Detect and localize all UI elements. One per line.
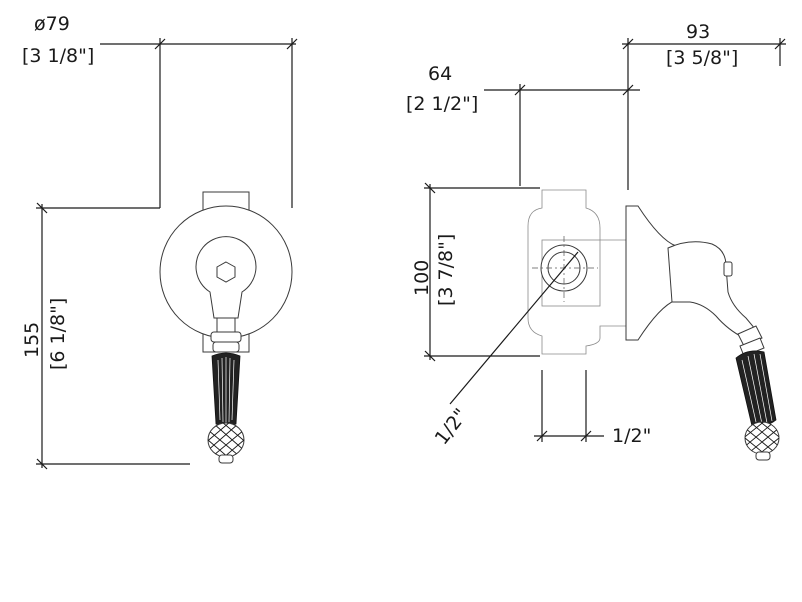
diameter-tick-right xyxy=(286,38,298,50)
diameter-mm-label: ø79 xyxy=(34,13,70,35)
body-height-tick-bottom xyxy=(424,350,436,362)
handle-collar-side xyxy=(737,325,763,347)
lever-grip-side-flutes xyxy=(741,353,773,425)
acorn-finial-side-crosshatch xyxy=(745,422,779,454)
side-view: 93 [3 5/8"] 64 [2 1/2"] 100 [3 7/8"] 1/2… xyxy=(406,21,786,461)
depth-mm-label: 64 xyxy=(428,63,452,85)
lever-grip-side xyxy=(735,350,777,427)
total-depth-mm-label: 93 xyxy=(686,21,710,43)
height-in-label: [6 1/8"] xyxy=(47,298,69,370)
height-tick-bottom xyxy=(36,458,48,470)
acorn-finial-crosshatch xyxy=(208,423,244,457)
handle-body-side xyxy=(667,241,757,339)
handle-collar xyxy=(210,331,242,343)
inlet-leader-line xyxy=(449,251,579,405)
front-view: ø79 [3 1/8"] 155 [6 1/8"] xyxy=(21,13,298,470)
acorn-finial xyxy=(207,422,245,458)
body-height-tick-top xyxy=(424,182,436,194)
depth-in-label: [2 1/2"] xyxy=(406,93,478,115)
height-mm-label: 155 xyxy=(21,322,43,358)
acorn-tip xyxy=(218,454,234,464)
outlet-tick-right xyxy=(580,430,592,442)
total-depth-tick-right xyxy=(774,38,786,50)
handle-collar-ring xyxy=(212,341,240,353)
diameter-in-label: [3 1/8"] xyxy=(22,45,94,67)
outlet-tick-left xyxy=(536,430,548,442)
hex-spindle-icon xyxy=(216,261,236,283)
lever-grip-flutes xyxy=(217,357,235,423)
handle-set-screw xyxy=(723,261,733,277)
body-height-mm-label: 100 xyxy=(411,260,433,296)
handle-collar-ring-side xyxy=(739,337,765,357)
body-height-in-label: [3 7/8"] xyxy=(435,234,457,306)
outlet-size-label: 1/2" xyxy=(612,425,651,447)
total-depth-in-label: [3 5/8"] xyxy=(666,47,738,69)
acorn-finial-side xyxy=(744,421,780,455)
acorn-tip-side xyxy=(755,451,771,461)
plate-side-profile xyxy=(625,205,677,341)
handle-neck xyxy=(216,317,236,333)
diameter-tick-left xyxy=(154,38,166,50)
depth-tick-right xyxy=(622,84,634,96)
height-tick-top xyxy=(36,202,48,214)
depth-tick-left xyxy=(514,84,526,96)
total-depth-tick-left xyxy=(622,38,634,50)
inlet-size-label: 1/2" xyxy=(431,405,473,450)
